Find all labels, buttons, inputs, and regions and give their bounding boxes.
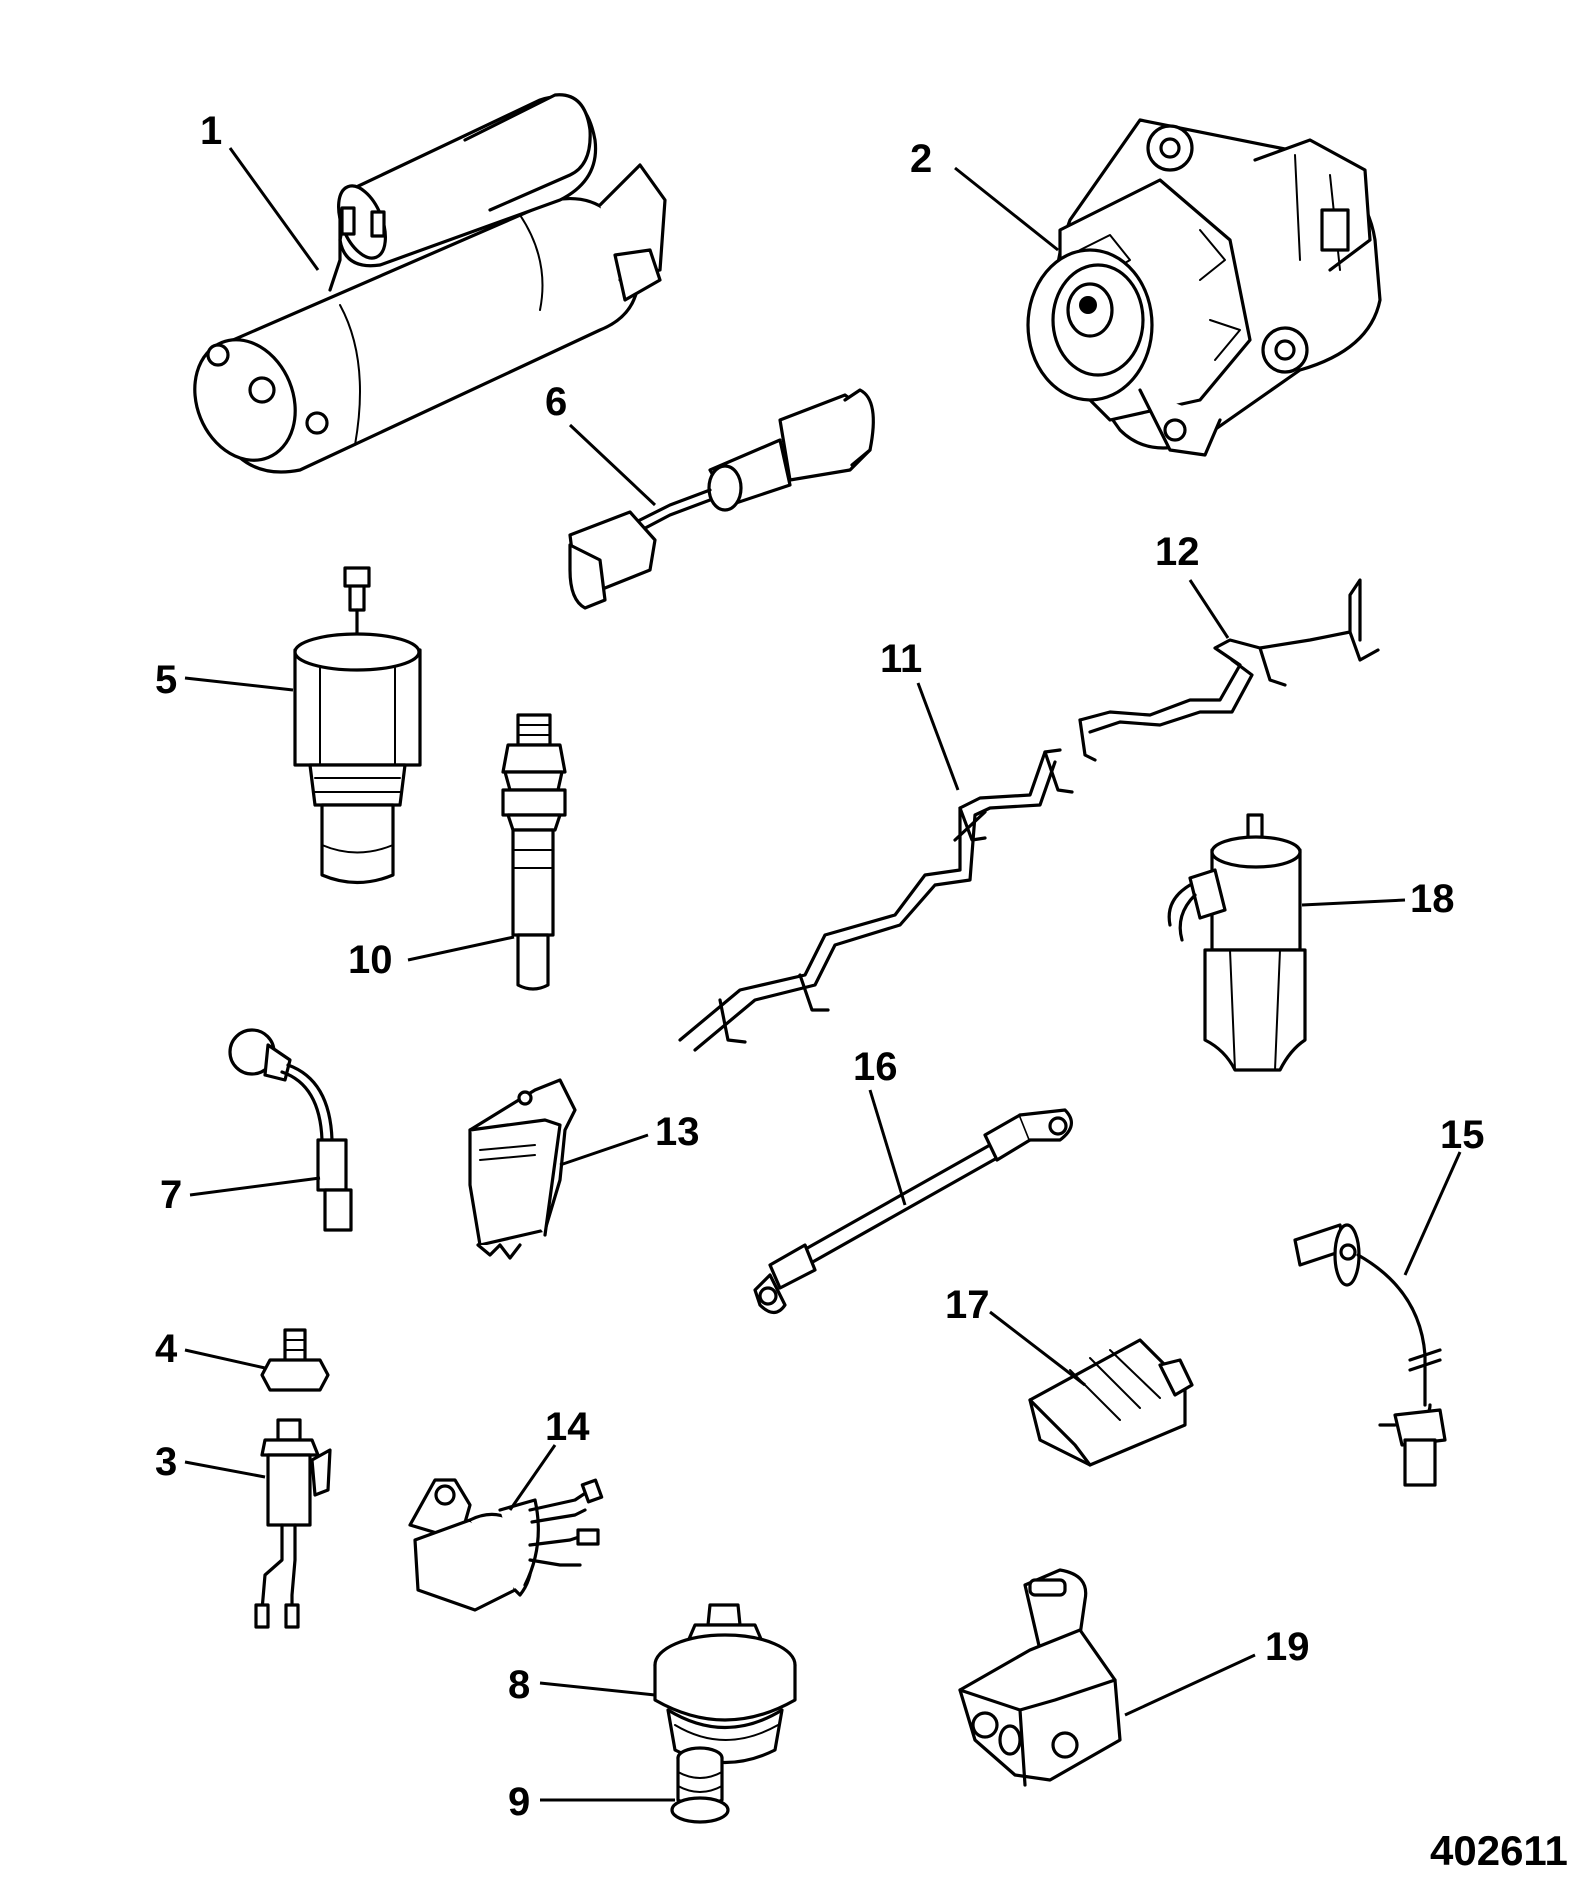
bracket-12: [1078, 578, 1380, 762]
bracket-11: [678, 748, 1074, 1052]
figure-number: 402611: [1430, 1827, 1568, 1874]
callout-9: 9: [508, 1780, 530, 1824]
callout-2: 2: [910, 137, 932, 181]
leader-10: [407, 935, 515, 962]
callout-5: 5: [155, 658, 177, 702]
leader-16: [868, 1089, 907, 1206]
leader-17: [989, 1310, 1086, 1387]
callout-8: 8: [508, 1663, 530, 1707]
callout-3: 3: [155, 1440, 177, 1484]
leader-2: [954, 166, 1059, 252]
callout-18: 18: [1410, 877, 1455, 921]
callout-11: 11: [880, 637, 922, 681]
sensor-19: [958, 1568, 1122, 1787]
switch-3: [254, 1418, 332, 1629]
sensor-pigtail: [568, 388, 875, 610]
sender-8: [653, 1603, 797, 1764]
leader-13: [559, 1133, 649, 1167]
relay: [468, 1078, 577, 1260]
sensor-7: [228, 1028, 353, 1232]
solenoid: [293, 566, 422, 885]
leader-19: [1124, 1653, 1256, 1717]
leader-1: [228, 147, 320, 271]
callout-19: 19: [1265, 1625, 1310, 1669]
sensor-15: [1293, 1223, 1447, 1487]
plug-4: [260, 1328, 330, 1392]
fuel-solenoid: [1167, 813, 1307, 1072]
leader-15: [1403, 1151, 1462, 1276]
alternator: [1026, 118, 1382, 457]
ground-cable: [753, 1108, 1073, 1315]
leader-6: [568, 423, 657, 507]
leader-5: [184, 676, 294, 692]
callout-14: 14: [545, 1405, 590, 1449]
callout-13: 13: [655, 1110, 700, 1154]
callout-10: 10: [348, 938, 393, 982]
callout-12: 12: [1155, 530, 1200, 574]
leader-4: [184, 1348, 266, 1370]
callout-4: 4: [155, 1327, 178, 1371]
callout-1: 1: [200, 109, 222, 153]
callout-15: 15: [1440, 1113, 1485, 1157]
leader-11: [916, 682, 960, 791]
callout-17: 17: [945, 1283, 990, 1327]
leader-12: [1188, 579, 1230, 639]
leader-3: [184, 1460, 266, 1479]
connector-17: [1028, 1338, 1194, 1467]
leader-7: [189, 1176, 321, 1197]
switch-14: [408, 1478, 604, 1612]
grommet-9: [670, 1746, 730, 1824]
glow-plug: [501, 713, 567, 991]
callout-7: 7: [160, 1173, 182, 1217]
leader-18: [1301, 898, 1406, 907]
leader-14: [508, 1444, 557, 1511]
callout-6: 6: [545, 380, 567, 424]
leader-8: [539, 1681, 656, 1697]
callout-16: 16: [853, 1045, 898, 1089]
starter-motor: [193, 93, 667, 474]
